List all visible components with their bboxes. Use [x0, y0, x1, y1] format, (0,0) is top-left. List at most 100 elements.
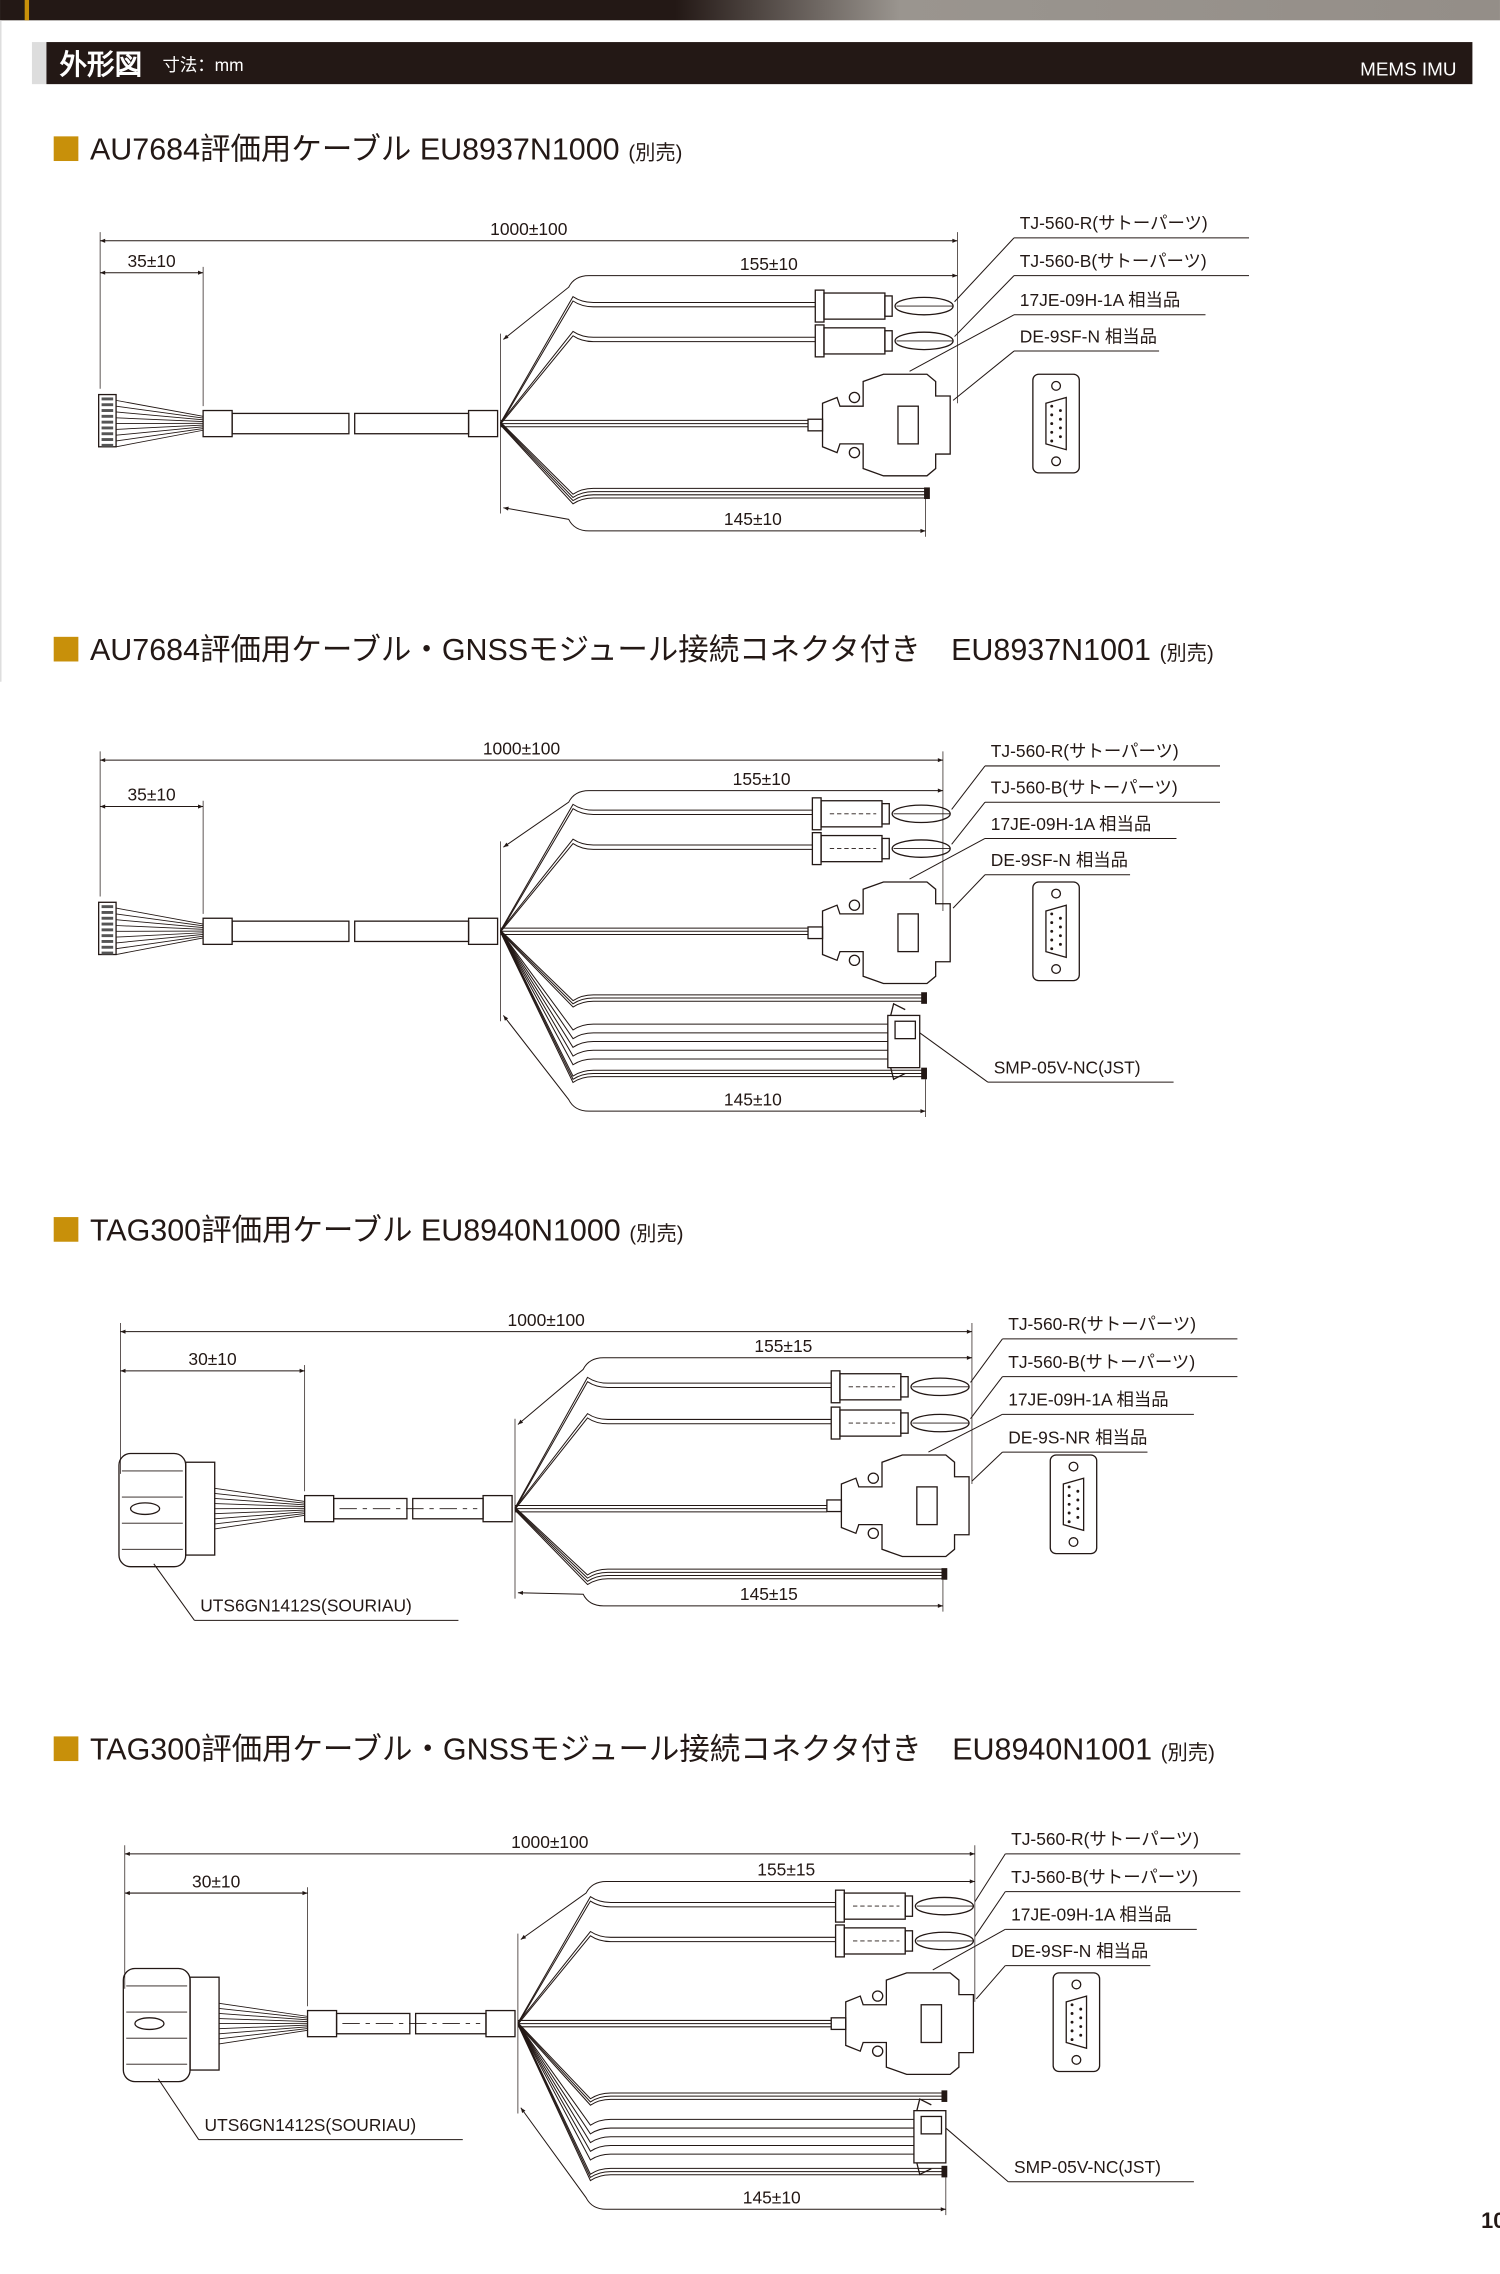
dim-lead: 35±10 [100, 785, 204, 809]
dim-total: 1000±100 [100, 219, 958, 243]
banana-plug [814, 289, 954, 323]
dim-branch-top-label: 155±15 [757, 1860, 815, 1880]
page-number: 10 [1481, 2208, 1500, 2233]
section-note: (別売) [1161, 1742, 1215, 1765]
banana-plug [811, 832, 951, 866]
dim-lead: 30±10 [124, 1871, 308, 1896]
banana-plug [834, 1924, 975, 1958]
smp-connector [913, 2098, 947, 2176]
part-label-plug-black-text: TJ-560-B(サトーパーツ) [1020, 251, 1207, 271]
dim-branch-top-label: 155±15 [754, 1336, 812, 1356]
cable-jacket [231, 920, 350, 943]
smp-connector [887, 1002, 921, 1081]
top-band [0, 0, 1500, 21]
section-title: AU7684評価用ケーブル・GNSSモジュール接続コネクタ付き EU8937N1… [90, 633, 1214, 667]
dsub-connector [807, 881, 951, 985]
part-label-plug-black: TJ-560-B(サトーパーツ) [974, 1867, 1241, 1937]
banana-plug [814, 324, 954, 358]
part-label-dsub-text: DE-9SF-N 相当品 [1011, 1941, 1148, 1961]
dim-branch-top-label: 155±10 [733, 769, 791, 789]
cable-section-1: AU7684評価用ケーブル EU8937N1000(別売)1000±10035±… [53, 133, 1250, 537]
part-label-dsub-shell-text: 17JE-09H-1A 相当品 [1011, 1905, 1171, 1925]
part-label-dsub-text: DE-9SF-N 相当品 [991, 850, 1128, 870]
part-label-dsub-text: DE-9S-NR 相当品 [1008, 1427, 1147, 1447]
cable-sleeve [202, 917, 233, 946]
part-label-plug-red-text: TJ-560-R(サトーパーツ) [1020, 213, 1208, 233]
section-bullet [53, 136, 79, 162]
dim-total: 1000±100 [124, 1832, 975, 1856]
dim-lead-label: 35±10 [127, 785, 175, 805]
dsub-connector [830, 1972, 975, 2076]
dim-lead: 35±10 [100, 251, 204, 275]
section-header-bar: 外形図 寸法：mm MEMS IMU [31, 42, 1473, 85]
part-label-dsub-shell: 17JE-09H-1A 相当品 [909, 290, 1206, 372]
section-title: TAG300評価用ケーブル・GNSSモジュール接続コネクタ付き EU8940N1… [90, 1733, 1215, 1767]
dsub-connector [826, 1454, 970, 1558]
dim-branch-bottom: 145±15 [517, 1584, 943, 1608]
dim-branch-top: 155±10 [503, 254, 958, 340]
banana-plug [830, 1370, 970, 1404]
part-label-dsub-shell-text: 17JE-09H-1A 相当品 [1008, 1390, 1168, 1410]
cable-section-3: TAG300評価用ケーブル EU8940N1000(別売) UTS6GN1412S… [53, 1213, 1238, 1621]
part-label-dsub: DE-9SF-N 相当品 [952, 850, 1131, 909]
dim-branch-bottom-label: 145±15 [740, 1584, 798, 1604]
part-label-dsub-shell-text: 17JE-09H-1A 相当品 [991, 814, 1151, 834]
dim-total: 1000±100 [120, 1310, 972, 1334]
cable-sleeve [306, 2009, 338, 2038]
banana-plug [811, 797, 951, 831]
part-label-plug-black: TJ-560-B(サトーパーツ) [954, 251, 1250, 337]
part-label-plug-red: TJ-560-R(サトーパーツ) [951, 741, 1221, 810]
dim-lead: 30±10 [120, 1349, 305, 1373]
section-title-text: AU7684評価用ケーブル EU8937N1000 [90, 133, 620, 167]
dim-branch-bottom-label: 145±10 [743, 2187, 801, 2207]
banana-plug [834, 1889, 975, 1923]
cable-section-2: AU7684評価用ケーブル・GNSSモジュール接続コネクタ付き EU8937N1… [53, 633, 1221, 1117]
cable-sleeve [202, 409, 233, 438]
section-title-text: TAG300評価用ケーブル EU8940N1000 [90, 1213, 621, 1247]
section-title-text: TAG300評価用ケーブル・GNSSモジュール接続コネクタ付き EU8940N1… [90, 1733, 1152, 1767]
dim-branch-top: 155±15 [520, 1860, 975, 1940]
dsub-face-view [1052, 1972, 1101, 2073]
dim-total-label: 1000±100 [483, 738, 560, 758]
top-accent-mark [24, 0, 30, 21]
dim-total-label: 1000±100 [511, 1832, 588, 1852]
part-label-smp-text: SMP-05V-NC(JST) [994, 1057, 1141, 1077]
part-label-smp: SMP-05V-NC(JST) [945, 2127, 1194, 2183]
header-unit: 寸法：mm [162, 55, 243, 75]
dsub-face-view [1032, 881, 1080, 982]
dim-lead-label: 30±10 [188, 1349, 236, 1369]
part-label-plug-black-text: TJ-560-B(サトーパーツ) [1011, 1867, 1198, 1887]
banana-plug [830, 1406, 970, 1440]
part-label-plug-red-text: TJ-560-R(サトーパーツ) [1011, 1829, 1199, 1849]
part-label-dsub-shell: 17JE-09H-1A 相当品 [928, 1390, 1194, 1453]
section-bullet [53, 1736, 79, 1762]
dim-branch-bottom-label: 145±10 [724, 509, 782, 529]
section-title: TAG300評価用ケーブル EU8940N1000(別売) [90, 1213, 684, 1247]
part-label-dsub-shell: 17JE-09H-1A 相当品 [909, 814, 1177, 880]
part-label-plug-red: TJ-560-R(サトーパーツ) [954, 213, 1250, 303]
part-label-circular-text: UTS6GN1412S(SOURIAU) [200, 1596, 412, 1616]
cable-section-4: TAG300評価用ケーブル・GNSSモジュール接続コネクタ付き EU8940N1… [53, 1733, 1241, 2216]
dim-lead-label: 35±10 [127, 251, 175, 271]
part-label-plug-black-text: TJ-560-B(サトーパーツ) [1008, 1352, 1195, 1372]
cable-sleeve [304, 1494, 335, 1523]
dim-branch-bottom: 145±10 [503, 506, 926, 533]
part-label-dsub: DE-9S-NR 相当品 [971, 1427, 1148, 1482]
dim-total-label: 1000±100 [508, 1310, 585, 1330]
header-category: MEMS IMU [1360, 58, 1456, 79]
dim-branch-bottom-label: 145±10 [724, 1089, 782, 1109]
dim-branch-bottom: 145±10 [520, 2107, 946, 2212]
part-label-plug-black: TJ-560-B(サトーパーツ) [970, 1352, 1238, 1420]
dsub-face-view [1049, 1454, 1098, 1555]
dsub-connector [807, 373, 951, 477]
dim-branch-top-label: 155±10 [740, 254, 798, 274]
part-label-plug-red: TJ-560-R(サトーパーツ) [970, 1314, 1238, 1383]
part-label-plug-red: TJ-560-R(サトーパーツ) [974, 1829, 1241, 1903]
dim-branch-top: 155±15 [517, 1336, 972, 1425]
dim-total: 1000±100 [100, 738, 943, 763]
part-label-smp: SMP-05V-NC(JST) [919, 1032, 1174, 1083]
dim-total-label: 1000±100 [490, 219, 567, 239]
section-bullet [53, 636, 79, 662]
section-title-text: AU7684評価用ケーブル・GNSSモジュール接続コネクタ付き EU8937N1… [90, 633, 1151, 667]
